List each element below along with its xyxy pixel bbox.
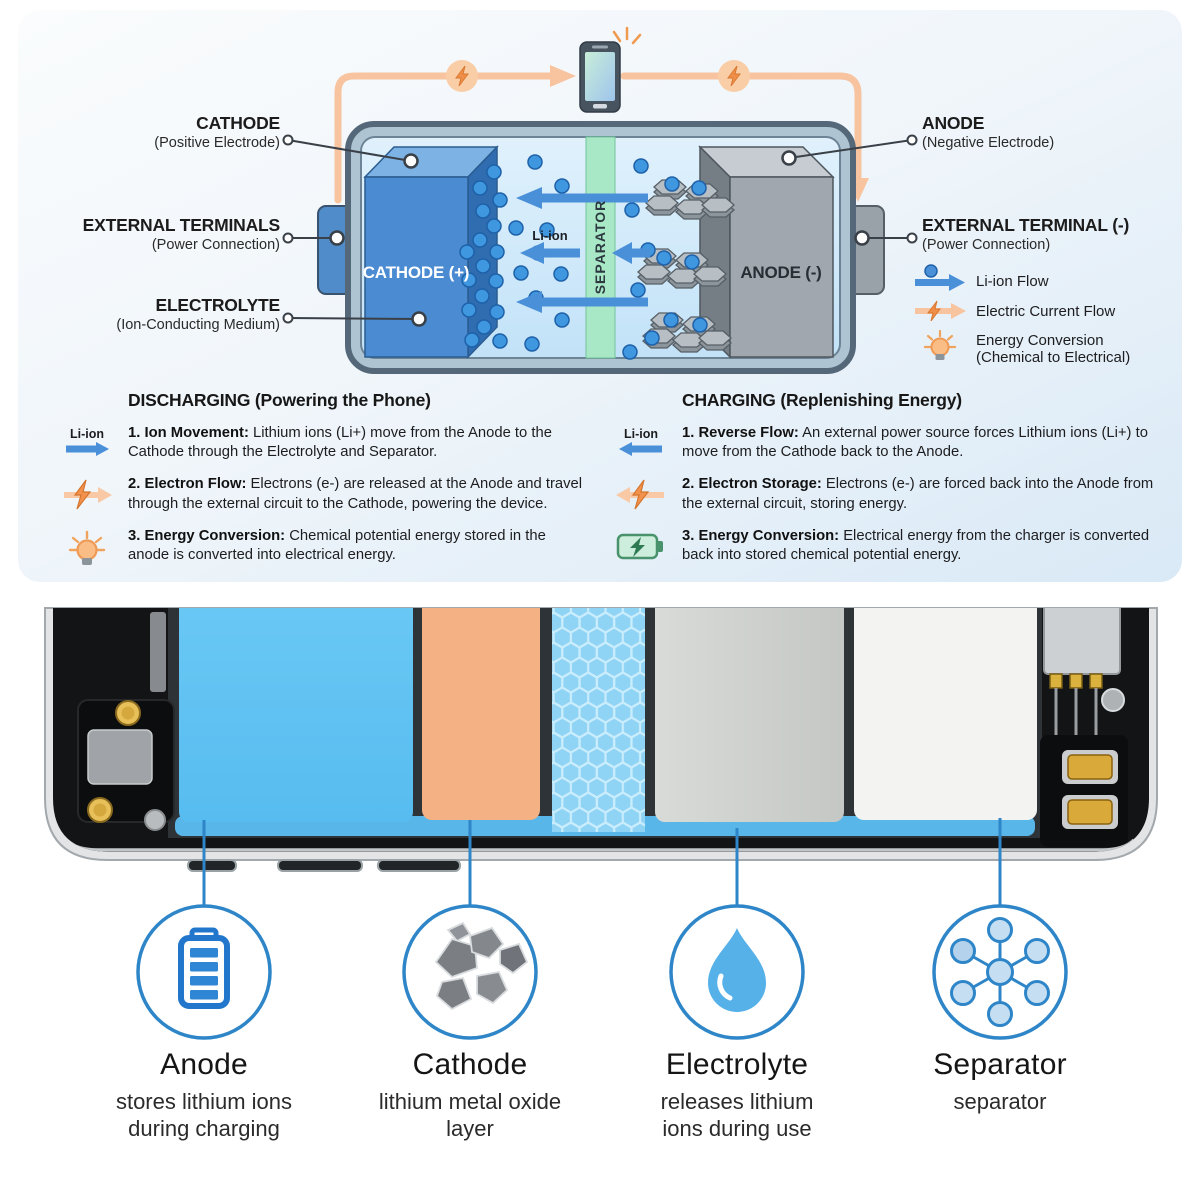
callout-title: ANODE [922, 113, 985, 133]
anode-callout-label: ANODE (Negative Electrode) [922, 113, 1055, 151]
discharging-section: DISCHARGING (Powering the Phone) Li-ion … [58, 390, 588, 572]
lightbulb-icon [68, 530, 106, 565]
electric-current-badge-left [446, 60, 478, 92]
phone-edge-buttons [187, 859, 461, 872]
list-item: Li-ion 1. Ion Movement: Lithium ions (Li… [58, 424, 588, 462]
list-item: 2. Electron Flow: Electrons (e-) are rel… [58, 475, 588, 513]
part-label-anode: Anode stores lithium ions during chargin… [64, 1048, 344, 1143]
electric-current-arrow-right-icon [64, 480, 112, 510]
list-item: 2. Electron Storage: Electrons (e-) are … [612, 475, 1157, 513]
li-ion-arrow-left-icon: Li-ion [619, 427, 663, 456]
part-name: Separator [933, 1048, 1067, 1081]
molecule-icon [950, 917, 1050, 1027]
layer-blue-anode [179, 608, 413, 822]
gold-capacitor [1067, 799, 1113, 825]
phone-icon [579, 41, 621, 113]
part-name: Electrolyte [665, 1048, 809, 1081]
anode-face-label: ANODE (-) [740, 263, 821, 282]
part-label-cathode: Cathode lithium metal oxide layer [330, 1048, 610, 1143]
cathode-face-label: CATHODE (+) [363, 263, 470, 282]
li-ion-flow-legend-icon [915, 264, 965, 291]
list-item: 3. Energy Conversion: Electrical energy … [612, 527, 1157, 565]
rocks-icon [434, 921, 529, 1011]
layer-orange-cathode [422, 608, 540, 820]
phone-cutaway [44, 607, 1158, 872]
droplet-icon [708, 928, 766, 1012]
label-dots [282, 134, 918, 327]
part-desc: lithium metal oxide layer [378, 1089, 562, 1142]
battery-icon [178, 927, 230, 1009]
charging-section: CHARGING (Replenishing Energy) Li-ion 1.… [612, 390, 1157, 565]
electric-current-badge-right [718, 60, 750, 92]
list-item: Li-ion 1. Reverse Flow: An external powe… [612, 424, 1157, 462]
connector-module [1043, 608, 1121, 675]
charging-battery-icon [616, 533, 663, 560]
li-ion-label: Li-ion [532, 228, 567, 243]
speaker-module [87, 729, 153, 785]
callout-subtitle: (Negative Electrode) [922, 134, 1055, 151]
cathode-box [363, 145, 499, 359]
energy-conversion-legend-icon [923, 329, 957, 362]
part-circles [136, 904, 1068, 1040]
phone-right-components [1040, 608, 1128, 847]
electric-current-arrow-left-icon [616, 480, 664, 510]
li-ion-arrow-right-icon: Li-ion [65, 427, 109, 456]
legend-electric-current-flow: Electric Current Flow [976, 303, 1116, 320]
discharging-title: DISCHARGING (Powering the Phone) [128, 390, 431, 410]
li-ion-flow-arrows [516, 187, 650, 313]
label-lines [287, 139, 913, 320]
legend-li-ion-flow: Li-ion Flow [976, 273, 1049, 290]
part-desc: releases lithium ions during use [660, 1089, 814, 1142]
separator-label: SEPARATOR [592, 200, 608, 295]
layer-gray-electrolyte [655, 608, 844, 822]
external-terminal-neg-callout-label: EXTERNAL TERMINAL (-) (Power Connection) [922, 215, 1130, 253]
callout-subtitle: (Power Connection) [151, 236, 280, 253]
callout-title: ELECTROLYTE [155, 295, 280, 315]
part-callout-lines [202, 818, 1002, 906]
silver-screw [144, 809, 166, 831]
callout-subtitle: (Positive Electrode) [154, 134, 280, 151]
callout-subtitle: (Ion-Conducting Medium) [116, 316, 280, 333]
callout-title: CATHODE [196, 113, 280, 133]
charging-title: CHARGING (Replenishing Energy) [682, 390, 962, 410]
cathode-callout-label: CATHODE (Positive Electrode) [154, 113, 280, 151]
phone-left-components [77, 612, 175, 831]
legend-energy-conversion: Energy Conversion (Chemical to Electrica… [976, 332, 1131, 367]
electrolyte-callout-label: ELECTROLYTE (Ion-Conducting Medium) [116, 295, 280, 333]
callout-subtitle: (Power Connection) [922, 236, 1051, 253]
part-name: Anode [160, 1048, 248, 1081]
part-desc: separator [953, 1089, 1047, 1114]
callout-title: EXTERNAL TERMINALS [82, 215, 281, 235]
list-item: 3. Energy Conversion: Chemical potential… [58, 527, 588, 572]
spark-icon [612, 26, 642, 45]
external-terminals-callout-label: EXTERNAL TERMINALS (Power Connection) [82, 215, 281, 253]
anode-box [698, 145, 835, 359]
callout-title: EXTERNAL TERMINAL (-) [922, 215, 1130, 235]
separator-strip [585, 136, 616, 359]
electric-current-legend-icon [915, 300, 966, 322]
part-label-separator: Separator separator [860, 1048, 1140, 1115]
part-label-electrolyte: Electrolyte releases lithium ions during… [597, 1048, 877, 1143]
round-button [1101, 688, 1125, 712]
layer-white-separator [854, 608, 1037, 820]
external-circuit-wire [334, 72, 862, 204]
part-desc: stores lithium ions during charging [115, 1089, 293, 1142]
gold-capacitor [1067, 754, 1113, 780]
part-name: Cathode [412, 1048, 528, 1081]
